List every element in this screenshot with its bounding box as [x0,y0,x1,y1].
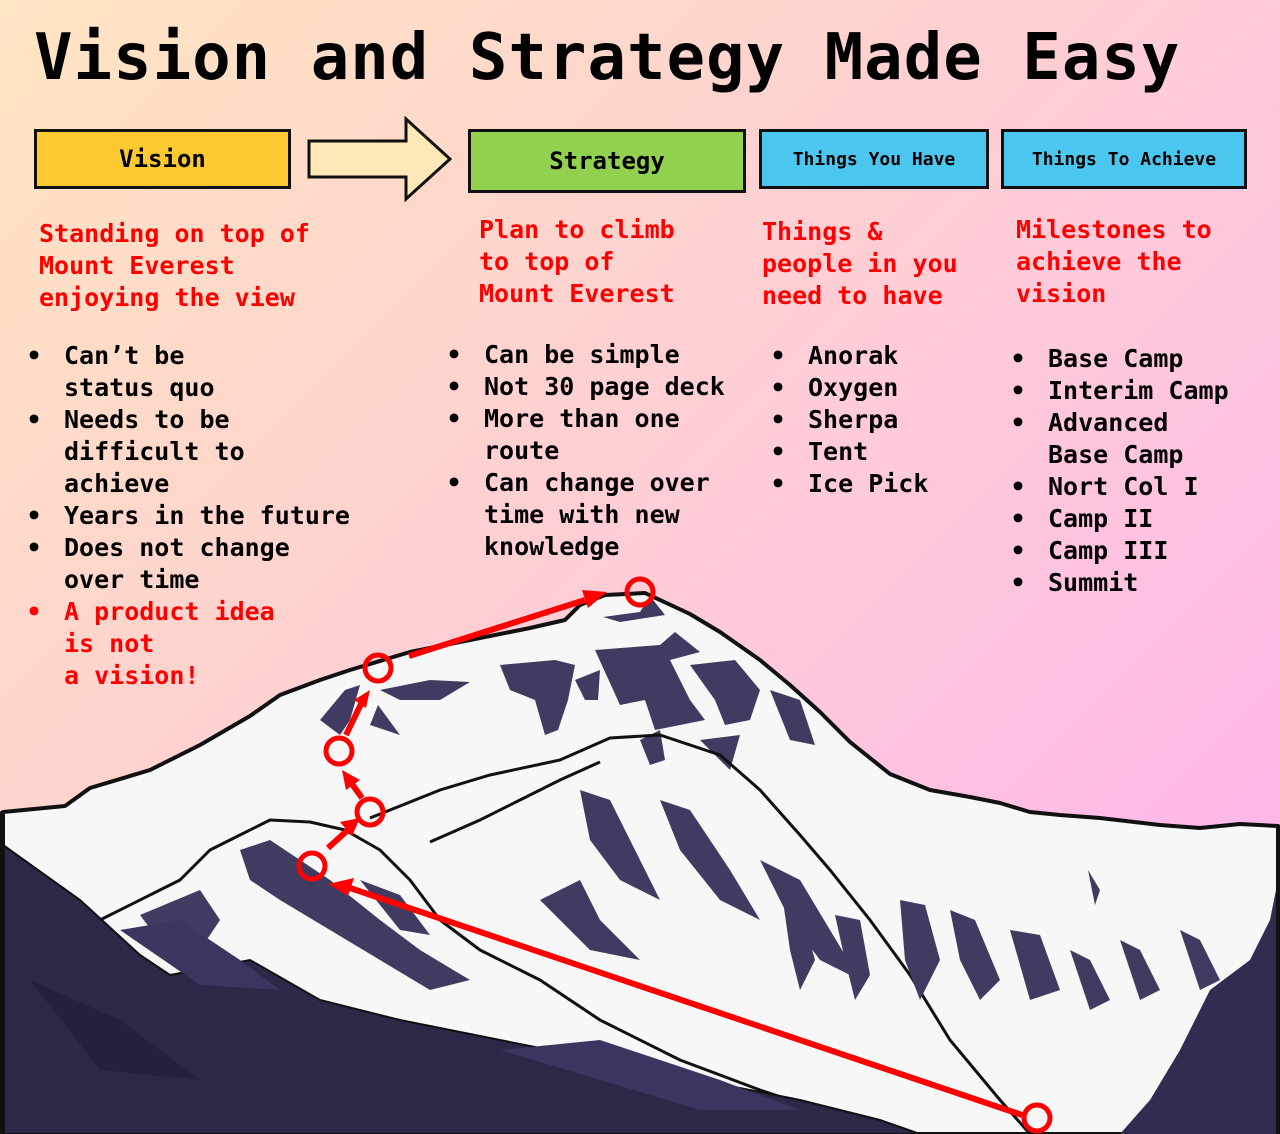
strategy-subtitle: Plan to climb to top of Mount Everest [479,215,675,308]
list-item: Camp II [1008,503,1229,535]
waypoint-camp-3 [323,735,355,767]
waypoint-ridge [362,652,394,684]
things-you-have-header-box: Things You Have [759,129,989,189]
page-title: Vision and Strategy Made Easy [34,21,1181,95]
things-to-achieve-header-label: Things To Achieve [1031,148,1217,170]
list-item: Camp III [1008,535,1229,567]
things-you-have-bullet-list: Anorak Oxygen Sherpa Tent Ice Pick [768,340,928,500]
things-to-achieve-header-box: Things To Achieve [1001,129,1247,189]
things-you-have-subtitle: Things & people in you need to have [762,217,958,310]
route-waypoints [296,576,1053,1134]
things-to-achieve-bullet-list: Base Camp Interim Camp Advanced Base Cam… [1008,343,1229,599]
vision-bullet-list: Can’t be status quo Needs to be difficul… [24,340,350,692]
things-you-have-header-label: Things You Have [792,148,956,170]
list-item: Summit [1008,567,1229,599]
mountain-dark-foreground-right [1120,880,1278,1134]
list-item: Not 30 page deck [444,371,725,403]
list-item: Anorak [768,340,928,372]
waypoint-base-camp [1021,1102,1053,1134]
list-item: Ice Pick [768,468,928,500]
list-item: Tent [768,436,928,468]
things-to-achieve-subtitle: Milestones to achieve the vision [1016,215,1212,308]
mountain-illustration [0,576,1280,1134]
route-arrowheads [328,590,607,896]
list-item-highlight: A product idea is not a vision! [24,596,350,692]
list-item: Sherpa [768,404,928,436]
strategy-header-box: Strategy [468,129,746,193]
vision-header-label: Vision [119,145,206,173]
list-item: Needs to be difficult to achieve [24,404,350,500]
vision-subtitle: Standing on top of Mount Everest enjoyin… [39,219,310,312]
vision-header-box: Vision [34,129,291,189]
list-item: Nort Col I [1008,471,1229,503]
list-item: Can change over time with new knowledge [444,467,725,563]
waypoint-camp-2 [354,796,386,828]
list-item: Years in the future [24,500,350,532]
list-item: More than one route [444,403,725,467]
waypoint-camp-1 [296,850,328,882]
mountain-dark-foreground-left [2,843,921,1134]
right-arrow-icon [307,116,453,202]
list-item: Interim Camp [1008,375,1229,407]
list-item: Advanced Base Camp [1008,407,1229,471]
list-item: Can’t be status quo [24,340,350,404]
climbing-route [325,597,1023,1118]
list-item: Does not change over time [24,532,350,596]
list-item: Base Camp [1008,343,1229,375]
waypoint-summit [624,576,656,608]
list-item: Can be simple [444,339,725,371]
strategy-header-label: Strategy [549,147,665,175]
list-item: Oxygen [768,372,928,404]
strategy-bullet-list: Can be simple Not 30 page deck More than… [444,339,725,563]
